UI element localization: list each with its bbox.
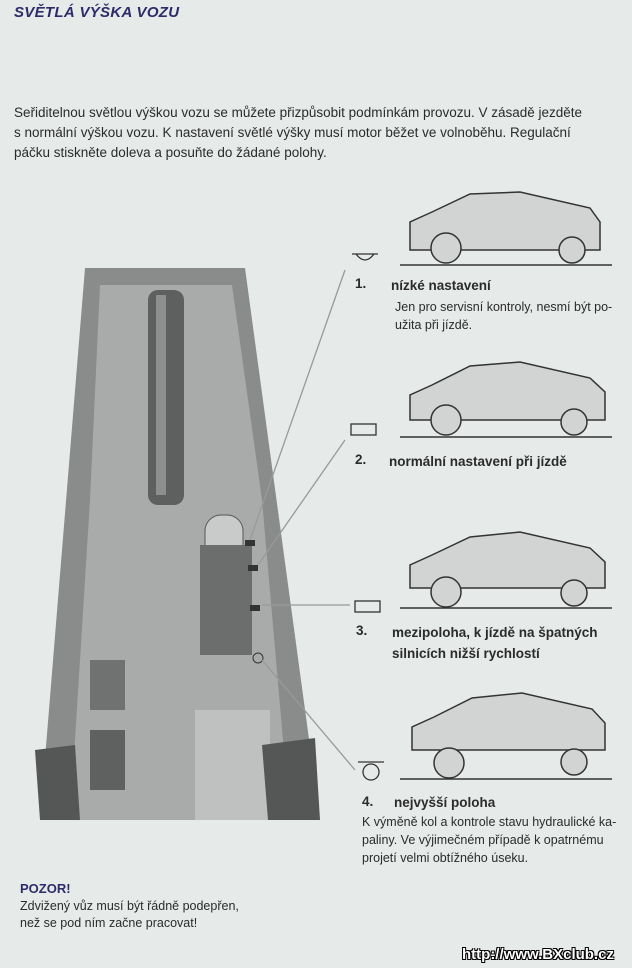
description-line: K výměně kol a kontrole stavu hydraulick… (362, 815, 617, 829)
position-number: 2. (355, 452, 367, 467)
low-height-symbol (352, 253, 378, 261)
intro-line: Seřiditelnou světlou výškou vozu se může… (14, 105, 583, 120)
car-low (400, 191, 612, 266)
normal-height-symbol (350, 423, 377, 436)
high-height-symbol (358, 761, 384, 781)
position-heading: mezipoloha, k jízdě na špatných silnicíc… (392, 622, 598, 664)
intro-paragraph: Seřiditelnou světlou výškou vozu se může… (14, 103, 604, 163)
warning-line: Zdvižený vůz musí být řádně podepřen, (20, 899, 239, 913)
position-number: 4. (362, 794, 374, 809)
intro-line: páčku stiskněte doleva a posuňte do žáda… (14, 145, 327, 160)
position-number: 3. (356, 623, 368, 638)
description-line: paliny. Ve výjimečném případě k opatrném… (362, 833, 604, 847)
position-heading: normální nastavení při jízdě (389, 454, 567, 469)
heading-line: silnicích nižší rychlostí (392, 646, 540, 661)
warning-box: POZOR! Zdvižený vůz musí být řádně podep… (20, 880, 239, 932)
position-heading: nízké nastavení (391, 278, 491, 293)
description-line: Jen pro servisní kontroly, nesmí být po- (395, 300, 613, 314)
description-line: užita při jízdě. (395, 318, 473, 332)
position-number: 1. (355, 276, 367, 291)
height-control-lever-illustration (35, 268, 320, 820)
watermark: http://www.BXclub.cz (462, 946, 614, 963)
warning-line: než se pod ním začne pracovat! (20, 916, 198, 930)
car-intermediate (400, 531, 612, 609)
car-normal (400, 361, 612, 438)
position-heading: nejvyšší poloha (394, 795, 496, 810)
page-title: SVĚTLÁ VÝŠKA VOZU (14, 4, 180, 21)
description-line: projetí velmi obtížného úseku. (362, 851, 529, 865)
heading-line: mezipoloha, k jízdě na špatných (392, 625, 598, 640)
car-high (400, 692, 612, 780)
intro-line: s normální výškou vozu. K nastavení svět… (14, 125, 571, 140)
position-description: Jen pro servisní kontroly, nesmí být po-… (395, 298, 612, 334)
intermediate-height-symbol (354, 600, 381, 613)
position-description: K výměně kol a kontrole stavu hydraulick… (362, 813, 616, 867)
warning-heading: POZOR! (20, 881, 71, 896)
